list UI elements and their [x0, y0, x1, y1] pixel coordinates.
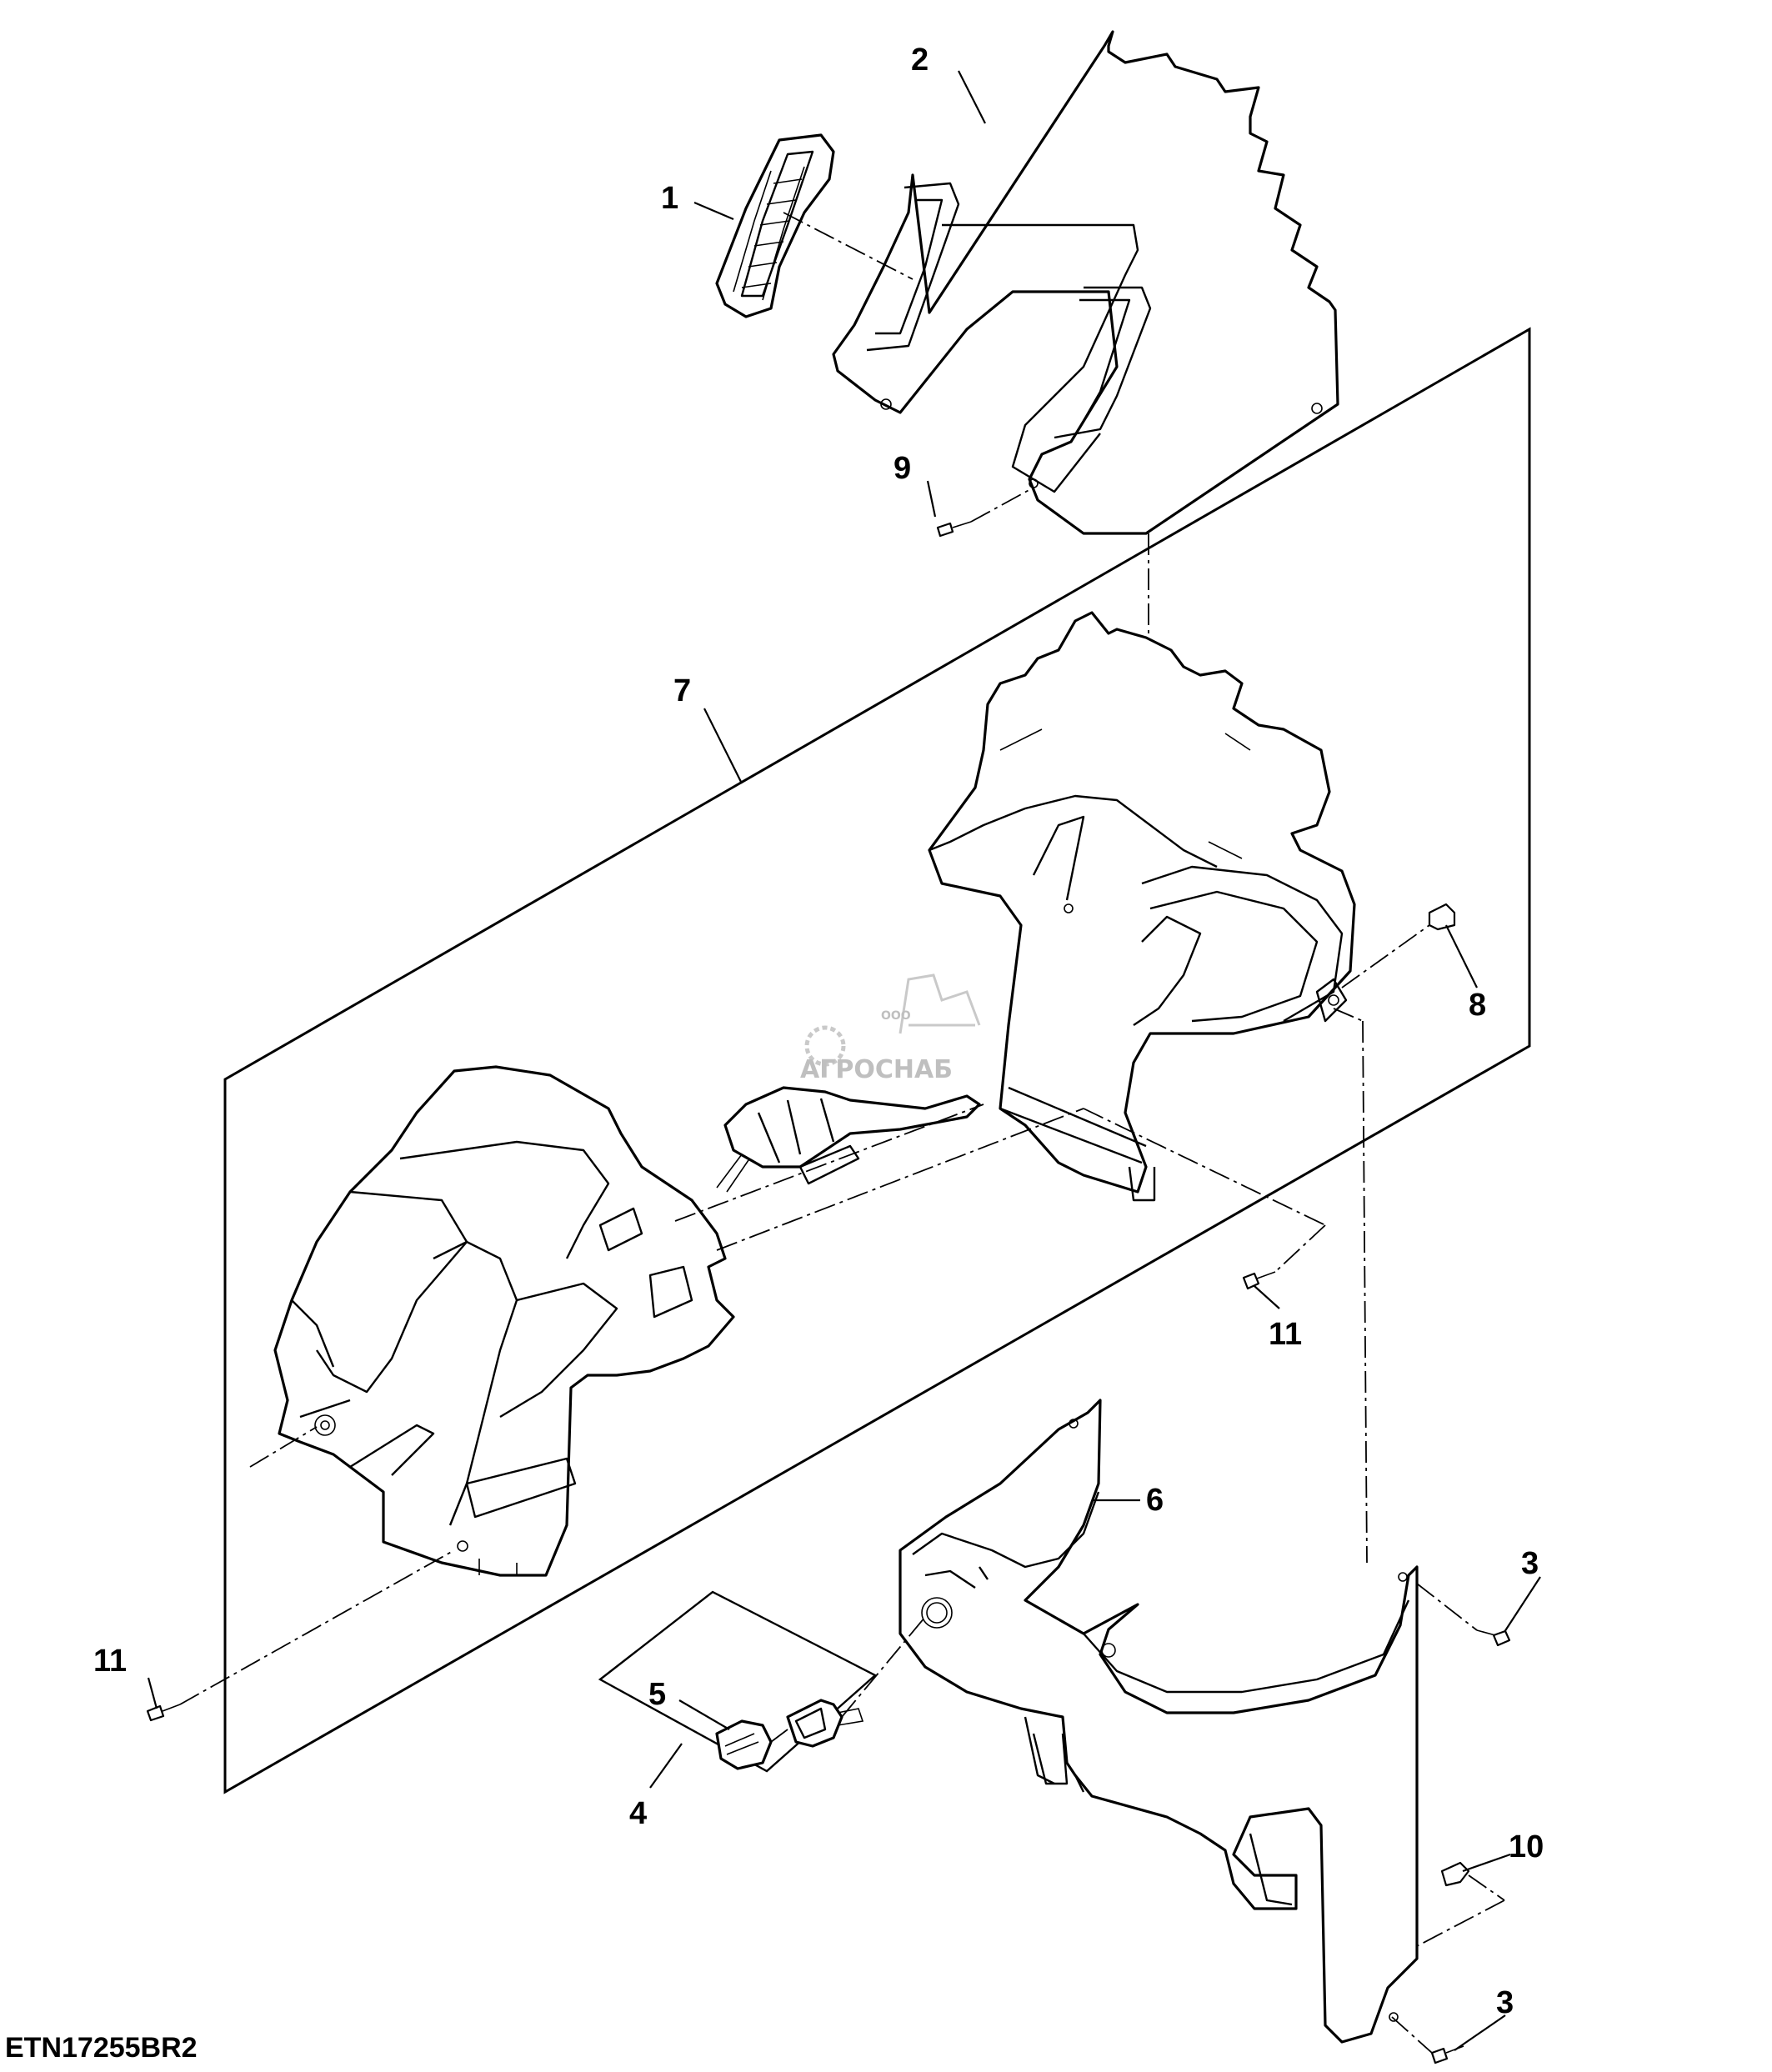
callout-labels: 2 1 9 7 8 11 6 3 11 5 4 10 3 [93, 43, 1544, 2020]
part-1-air-vent [715, 133, 835, 318]
part-4-switch-kit-frame [598, 1590, 878, 1773]
assembly-centerlines [179, 212, 1505, 2054]
part-5-knob [715, 1719, 773, 1770]
callout-6: 6 [1146, 1483, 1164, 1518]
callout-7: 7 [673, 673, 691, 708]
subassembly-7-frame [223, 327, 1531, 1794]
part-6-lower-panel [899, 1399, 1419, 2044]
callout-11-upper: 11 [1269, 1317, 1302, 1352]
callout-8: 8 [1469, 988, 1486, 1023]
watermark-text: АГРОСНАБ [800, 1055, 953, 1084]
watermark-small-text: ООО [881, 1009, 911, 1023]
watermark-logo: ООО АГРОСНАБ [800, 973, 981, 1084]
fastener-3-screw-upper [1476, 1629, 1511, 1647]
part-7-lower-duct [273, 1065, 735, 1577]
part-2-upper-cover [832, 30, 1339, 535]
fastener-11-screw-upper [1242, 1271, 1276, 1290]
fastener-11-screw-lower [146, 1704, 181, 1722]
fastener-8-clip [1428, 903, 1456, 931]
callout-3-lower: 3 [1496, 1985, 1514, 2020]
fastener-9-screw [936, 521, 972, 538]
figure-id: ETN17255BR2 [5, 2032, 198, 2064]
callout-2: 2 [911, 43, 929, 78]
callout-9: 9 [894, 451, 911, 486]
blower-motor [716, 1086, 981, 1193]
fastener-10-clip [1440, 1861, 1470, 1887]
leader-lines [147, 70, 1541, 2051]
callout-4: 4 [629, 1796, 647, 1831]
callout-1: 1 [661, 181, 678, 216]
fastener-3-screw-lower [1430, 2045, 1464, 2064]
callout-11-lower: 11 [93, 1644, 127, 1679]
callout-10: 10 [1509, 1829, 1544, 1864]
callout-3-upper: 3 [1521, 1546, 1539, 1581]
callout-5: 5 [648, 1677, 666, 1712]
part-4-switch [786, 1699, 864, 1748]
part-7-duct-housing [928, 611, 1356, 1202]
